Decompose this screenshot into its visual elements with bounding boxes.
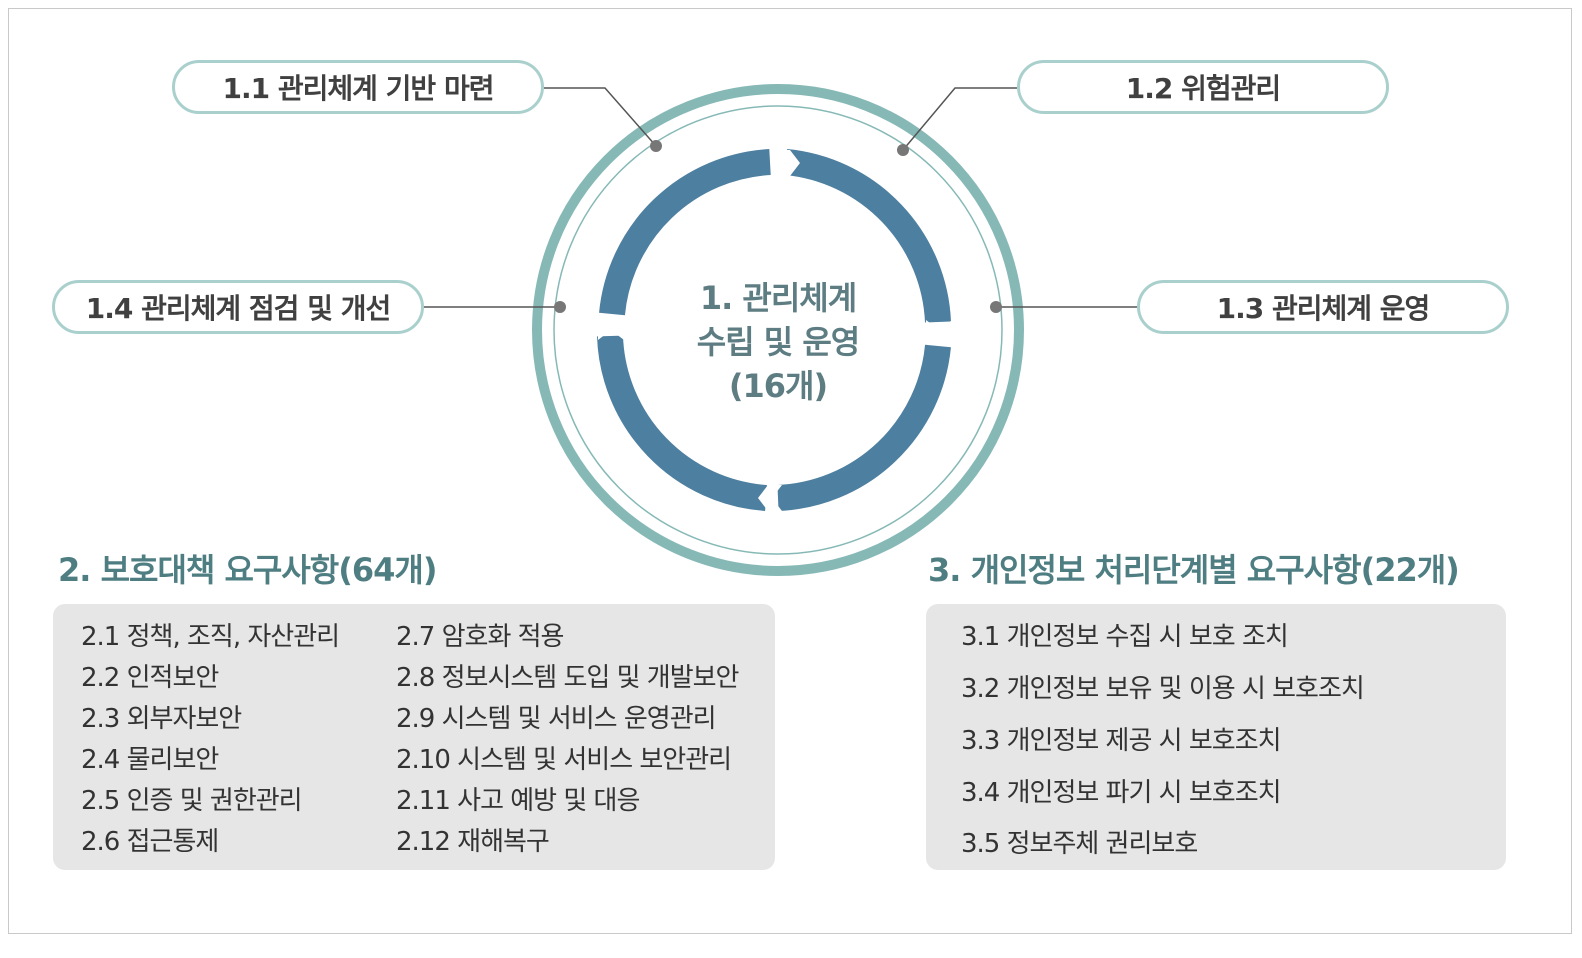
center-title: 1. 관리체계 수립 및 운영 (16개) (650, 276, 906, 408)
section2-item-2-10: 2.10 시스템 및 서비스 보안관리 (396, 745, 732, 775)
subitem-1-2: 1.2 위험관리 (1017, 60, 1389, 114)
subitem-1-1: 1.1 관리체계 기반 마련 (172, 60, 544, 114)
section2-item-2-2: 2.2 인적보안 (81, 663, 219, 693)
section2-item-2-1: 2.1 정책, 조직, 자산관리 (81, 622, 340, 652)
connector-lines (424, 87, 1137, 308)
center-title-line1: 1. 관리체계 (699, 279, 857, 317)
notch-right (926, 320, 952, 344)
connector-1-2 (902, 87, 1017, 151)
center-title-line3: (16개) (728, 367, 828, 405)
section3-box: 3.1 개인정보 수집 시 보호 조치 3.2 개인정보 보유 및 이용 시 보… (926, 604, 1506, 870)
section3-item-3-3: 3.3 개인정보 제공 시 보호조치 (961, 726, 1282, 756)
subitem-1-4: 1.4 관리체계 점검 및 개선 (52, 280, 424, 334)
section3-item-3-4: 3.4 개인정보 파기 시 보호조치 (961, 778, 1282, 808)
section2-item-2-6: 2.6 접근통제 (81, 827, 219, 857)
notch-left (598, 316, 624, 340)
cycle-arrow-top-left (599, 149, 771, 316)
connector-1-1 (544, 87, 657, 147)
section2-item-2-4: 2.4 물리보안 (81, 745, 219, 775)
section2-item-2-11: 2.11 사고 예방 및 대응 (396, 786, 640, 816)
notch-bottom (758, 485, 782, 511)
section2-item-2-7: 2.7 암호화 적용 (396, 622, 564, 652)
section2-item-2-12: 2.12 재해복구 (396, 827, 550, 857)
section3-item-3-5: 3.5 정보주체 권리보호 (961, 829, 1198, 859)
notch-top (776, 150, 800, 176)
section2-item-2-9: 2.9 시스템 및 서비스 운영관리 (396, 704, 717, 734)
cycle-arrow-bottom-right (777, 344, 951, 511)
dot-1-2 (897, 144, 909, 156)
section2-title: 2. 보호대책 요구사항(64개) (58, 551, 437, 589)
dot-1-3 (990, 301, 1002, 313)
section2-item-2-8: 2.8 정보시스템 도입 및 개발보안 (396, 663, 739, 693)
section2-box: 2.1 정책, 조직, 자산관리 2.2 인적보안 2.3 외부자보안 2.4 … (53, 604, 775, 870)
cycle-arrows (597, 149, 951, 511)
inner-thin-ring (553, 105, 1003, 555)
dot-1-4 (554, 301, 566, 313)
section3-item-3-2: 3.2 개인정보 보유 및 이용 시 보호조치 (961, 674, 1365, 704)
dot-1-1 (650, 140, 662, 152)
section2-item-2-5: 2.5 인증 및 권한관리 (81, 786, 303, 816)
cycle-arrow-top-right (784, 149, 951, 323)
cycle-arrow-bottom-left (597, 335, 768, 511)
section3-item-3-1: 3.1 개인정보 수집 시 보호 조치 (961, 622, 1289, 652)
section3-title: 3. 개인정보 처리단계별 요구사항(22개) (928, 551, 1460, 589)
diagram-frame (8, 8, 1572, 934)
outer-ring (532, 84, 1024, 576)
arrow-notches (598, 150, 952, 511)
section2-item-2-3: 2.3 외부자보안 (81, 704, 242, 734)
center-title-line2: 수립 및 운영 (696, 323, 860, 361)
subitem-1-3: 1.3 관리체계 운영 (1137, 280, 1509, 334)
connector-dots (554, 140, 1002, 313)
